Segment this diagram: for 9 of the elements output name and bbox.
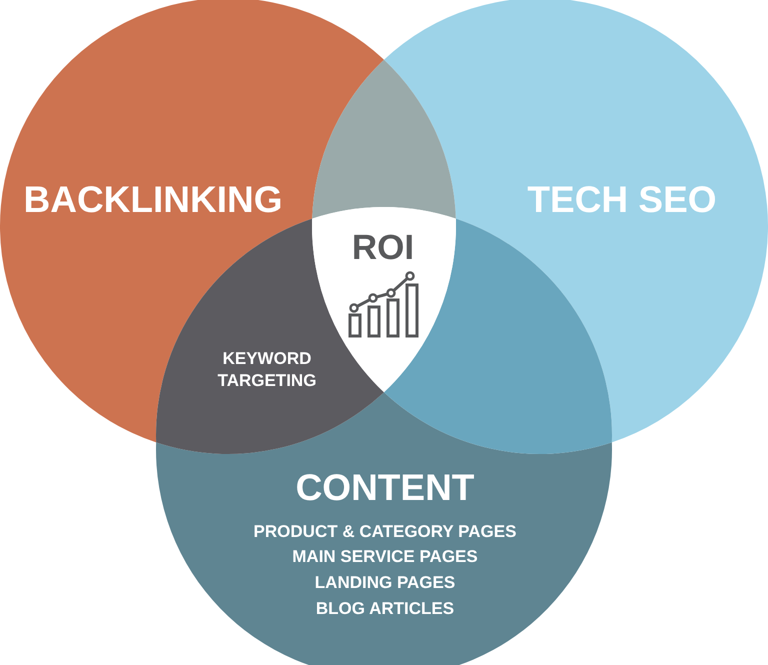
list-item: PRODUCT & CATEGORY PAGES (254, 522, 516, 542)
category-label: CONTENT (296, 467, 474, 510)
list-item: BLOG ARTICLES (316, 599, 454, 619)
list-item: MAIN SERVICE PAGES (292, 547, 478, 567)
category-label: BACKLINKING (24, 179, 282, 222)
category-label: TECH SEO (527, 179, 717, 222)
region-label: KEYWORD TARGETING (218, 348, 316, 392)
region-label: ROI (352, 228, 414, 268)
list-item: LANDING PAGES (314, 573, 456, 593)
